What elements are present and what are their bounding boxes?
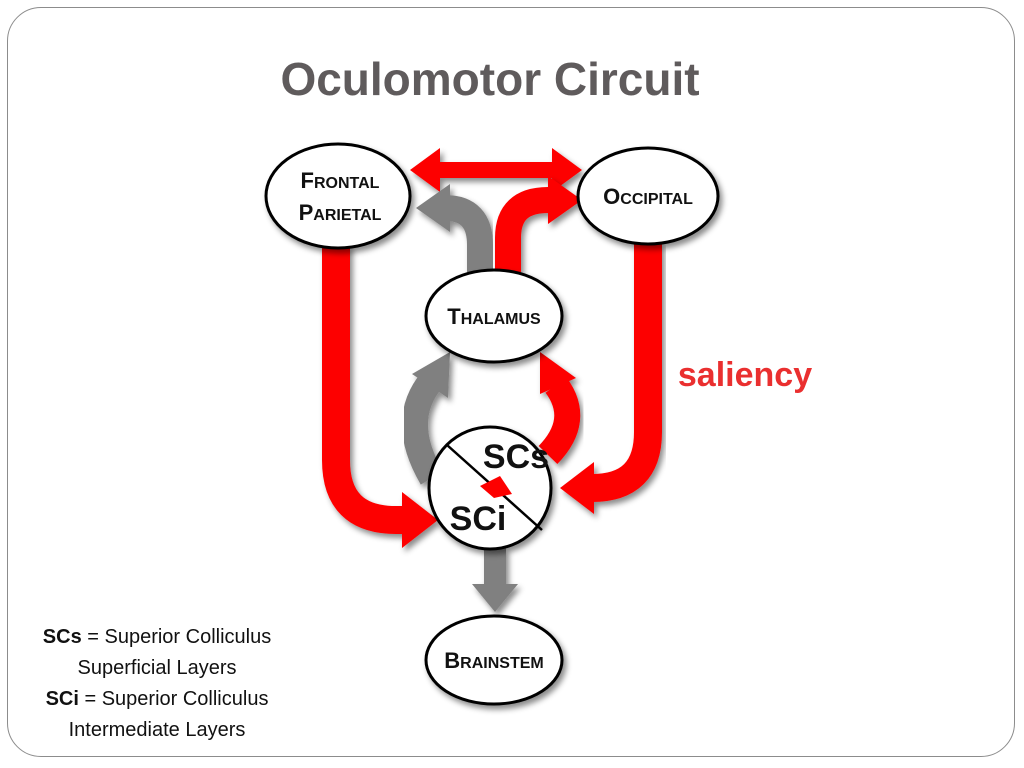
legend: SCs = Superior Colliculus Superficial La… [22,622,292,746]
legend-sci-line1: SCi = Superior Colliculus [22,684,292,715]
legend-sci-abbr: SCi [45,688,79,710]
saliency-annotation: saliency [678,356,812,394]
legend-scs-line1: SCs = Superior Colliculus [22,622,292,653]
node-brainstem: BRAINSTEM [424,614,564,706]
brainstem-label: BRAINSTEM [444,648,543,673]
legend-sci-def1: = Superior Colliculus [78,688,269,710]
arrow-sci-brainstem [472,548,518,612]
legend-scs-abbr: SCs [42,626,82,648]
thalamus-label: THALAMUS [447,304,541,329]
node-thalamus: THALAMUS [424,268,564,364]
slide-title: Oculomotor Circuit [280,53,700,105]
parietal-label: PARIETAL [299,200,382,225]
arrow-scs-thalamus [538,352,581,465]
arrow-thalamus-occipital [495,176,582,272]
arrow-sci-thalamus [402,352,450,485]
occipital-label: OCCIPITAL [603,184,693,209]
node-frontal-parietal: FRONTAL PARIETAL [264,142,412,250]
legend-sci-line2: Intermediate Layers [68,719,246,741]
legend-scs-line2: Superficial Layers [77,657,237,679]
sci-label: SCi [450,500,507,538]
frontal-label: FRONTAL [301,168,380,193]
arrow-frontal-sci [322,245,438,548]
arrow-frontal-occipital [410,148,582,192]
arrow-occipital-scs [560,242,662,514]
node-superior-colliculus: SCs SCi [427,425,553,551]
scs-label: SCs [483,438,549,476]
legend-scs-def1: = Superior Colliculus [81,626,272,648]
arrow-thalamus-frontal [416,184,493,272]
node-occipital: OCCIPITAL [576,146,720,246]
sc-internal-arrow [480,476,512,498]
